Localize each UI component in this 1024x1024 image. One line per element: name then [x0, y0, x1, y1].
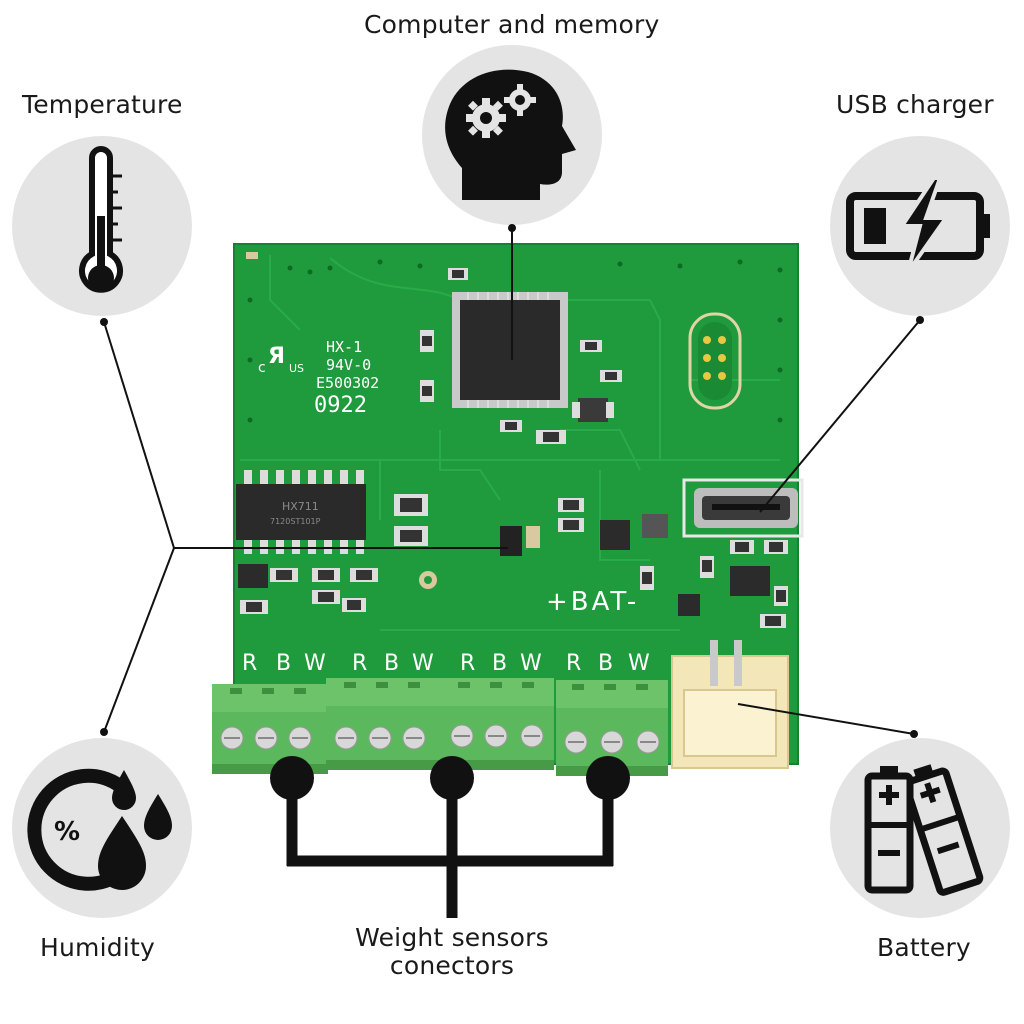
terminal-letter-r: R: [566, 651, 581, 676]
terminal-letter-w: W: [520, 651, 542, 676]
hx711-chip: HX711 7120ST101P: [236, 470, 366, 554]
terminal-letter-w: W: [628, 651, 650, 676]
weight-sensors-line1: Weight sensors: [355, 923, 549, 952]
marking-0922: 0922: [314, 393, 367, 418]
temperature-label: Temperature: [22, 90, 183, 119]
weight-sensors-label: Weight sensors conectors: [352, 924, 552, 980]
head-gears-icon: [445, 69, 576, 200]
ul-us: US: [289, 362, 304, 375]
hx711-label: HX711: [282, 500, 319, 513]
terminal-block-2: [326, 678, 442, 770]
svg-text:%: %: [54, 817, 80, 847]
pcb-board: c Я US HX-1 94V-0 E500302 0922: [212, 243, 804, 776]
terminal-block-3: [442, 678, 554, 770]
batteries-icon: [864, 764, 984, 896]
battery-connector: [671, 640, 789, 769]
smd-components: [238, 268, 788, 628]
leader-lines: [103, 228, 921, 735]
weight-sensors-line2: conectors: [389, 951, 515, 980]
mcu-chip: [452, 292, 568, 408]
marking-94v0: 94V-0: [326, 356, 371, 374]
leader-dots: [100, 224, 924, 738]
terminal-letter-b: B: [276, 651, 291, 676]
terminal-letter-b: B: [384, 651, 399, 676]
terminal-letter-r: R: [242, 651, 257, 676]
battery-label: Battery: [877, 933, 971, 962]
thermometer-icon: [79, 146, 123, 293]
bat-marking: +BAT-: [546, 587, 639, 617]
ul-symbol: Я: [268, 344, 285, 369]
weight-sensor-bracket: [270, 756, 630, 918]
marking-hx1: HX-1: [326, 338, 362, 356]
programming-pads: [688, 312, 742, 410]
micro-usb-port: [682, 478, 804, 538]
terminal-letter-r: R: [352, 651, 367, 676]
usb-charger-label: USB charger: [836, 90, 994, 119]
terminal-letter-r: R: [460, 651, 475, 676]
hx711-sub: 7120ST101P: [270, 517, 321, 526]
terminal-letters: R B W R B W R B W R B W: [242, 651, 650, 676]
marking-e500302: E500302: [316, 374, 379, 392]
terminal-letter-b: B: [492, 651, 507, 676]
humidity-drops-icon: %: [27, 768, 172, 891]
battery-charging-icon: [846, 176, 990, 274]
computer-memory-label: Computer and memory: [364, 10, 660, 39]
terminal-letter-w: W: [304, 651, 326, 676]
ul-mark: c: [258, 360, 266, 376]
terminal-letter-w: W: [412, 651, 434, 676]
terminal-letter-b: B: [598, 651, 613, 676]
humidity-label: Humidity: [40, 933, 155, 962]
terminal-block-1: [212, 684, 328, 774]
